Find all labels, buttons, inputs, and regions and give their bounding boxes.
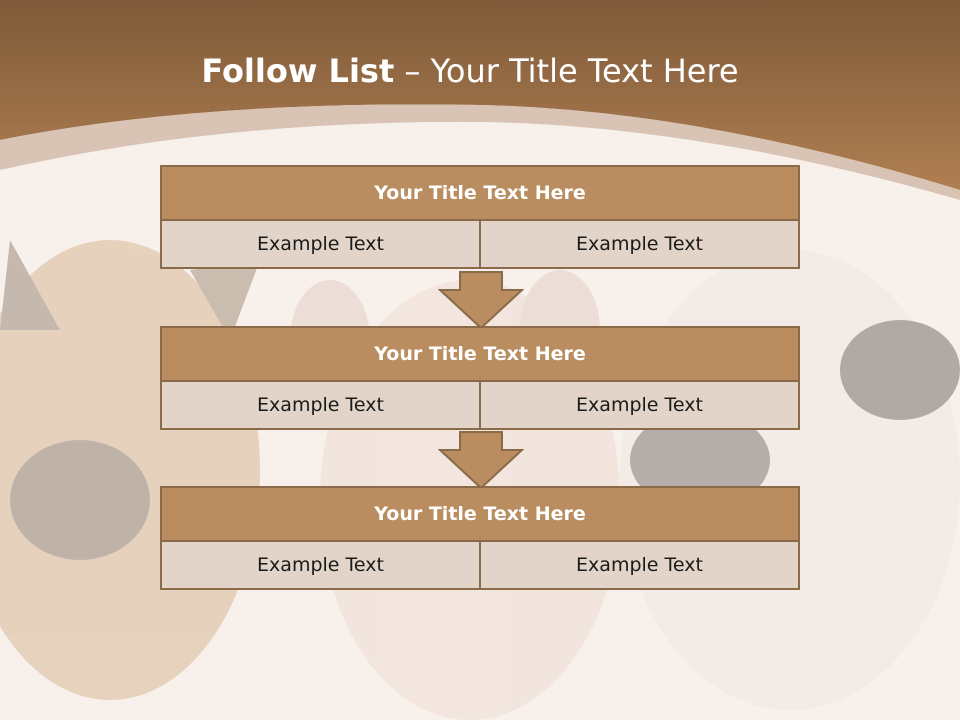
slide-title: Follow List – Your Title Text Here (0, 52, 940, 90)
follow-list-block-1: Your Title Text Here Example Text Exampl… (160, 165, 800, 269)
block-heading: Your Title Text Here (160, 486, 800, 542)
block-cell-right: Example Text (479, 542, 798, 588)
block-cell-row: Example Text Example Text (160, 221, 800, 269)
block-heading: Your Title Text Here (160, 165, 800, 221)
follow-list-block-2: Your Title Text Here Example Text Exampl… (160, 326, 800, 430)
block-cell-left: Example Text (257, 394, 384, 416)
slide-title-rest: – Your Title Text Here (394, 52, 739, 90)
slide-title-bold: Follow List (201, 52, 395, 90)
block-cell-right: Example Text (479, 221, 798, 267)
block-cell-row: Example Text Example Text (160, 542, 800, 590)
block-cell-left: Example Text (257, 554, 384, 576)
block-cell-row: Example Text Example Text (160, 382, 800, 430)
block-heading: Your Title Text Here (160, 326, 800, 382)
block-cell-left: Example Text (257, 233, 384, 255)
block-cell-right: Example Text (479, 382, 798, 428)
down-arrow-icon (438, 431, 524, 490)
down-arrow-icon (438, 271, 524, 330)
follow-list-block-3: Your Title Text Here Example Text Exampl… (160, 486, 800, 590)
